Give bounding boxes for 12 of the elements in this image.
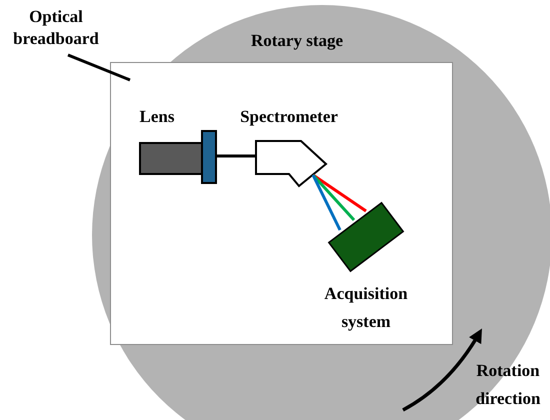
breadboard-plate <box>110 62 453 345</box>
light-ray <box>312 174 342 231</box>
light-ray <box>312 174 356 221</box>
component-label: Acquisition system <box>323 283 409 333</box>
part-label: Optical breadboard <box>12 6 100 50</box>
component-label: Spectrometer <box>239 106 339 128</box>
component-label: Rotary stage <box>250 30 344 52</box>
component-label: Lens <box>138 106 176 128</box>
light-ray <box>312 174 367 212</box>
cable <box>216 154 255 158</box>
annotation-label: Rotation direction <box>474 360 542 410</box>
leader-line <box>67 54 131 82</box>
